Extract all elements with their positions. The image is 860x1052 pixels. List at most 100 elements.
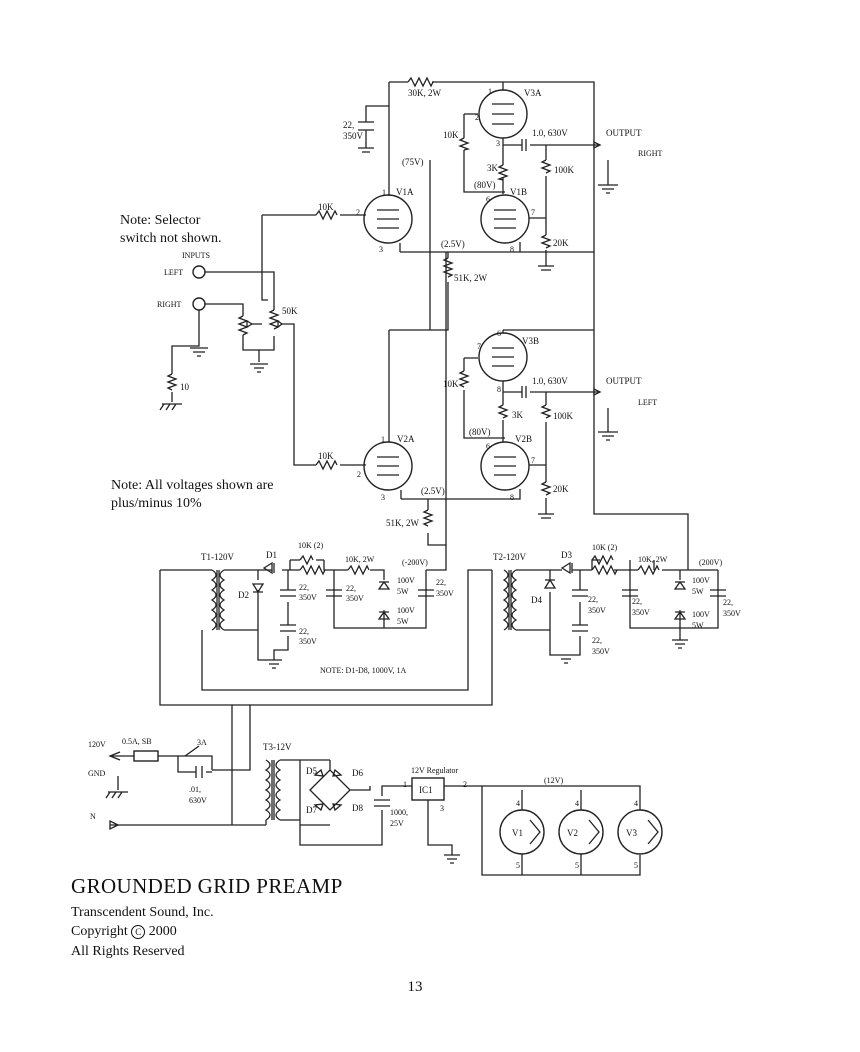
cap-label: 22, [346, 584, 356, 593]
pin-label: 3 [381, 493, 385, 502]
cap-label: 22, [436, 578, 446, 587]
switch-label: 3A [197, 738, 207, 747]
pin-label: 7 [531, 456, 535, 465]
diode-d2-label: D2 [238, 590, 249, 600]
resistor-100k-label: 100K [554, 165, 575, 175]
input-jack-right[interactable] [192, 297, 206, 311]
power-supply-negative: T1-120V D1 D2 10K (2) 10K, 2W (-200V) 22… [159, 541, 492, 706]
resistor-10k-label: 10K [443, 379, 459, 389]
selector-note-line: switch not shown. [120, 231, 222, 246]
mains-gnd-label: GND [88, 769, 106, 778]
resistor-10k-2-label: 10K (2) [592, 543, 617, 552]
resistor-51k-label: 51K, 2W [386, 518, 419, 528]
diode-label: D7 [306, 805, 317, 815]
mains-n-label: N [90, 812, 96, 821]
cap-label: 22, [592, 636, 602, 645]
output-left-heading: OUTPUT [606, 376, 642, 386]
voltage-label: (75V) [402, 157, 424, 167]
zener-label: 5W [692, 587, 704, 596]
tube-v1b-label: V1B [510, 187, 527, 197]
diode-label: D6 [352, 768, 363, 778]
tube-v2b-label: V2B [515, 434, 532, 444]
diode-label: D5 [306, 766, 317, 776]
pin-label: 7 [531, 208, 535, 217]
pin-label: 2 [357, 470, 361, 479]
heater-v1 [499, 790, 545, 875]
copyright-word: Copyright [71, 924, 128, 939]
resistor-20k-label: 20K [553, 484, 569, 494]
resistor-3k-label: 3K [512, 410, 524, 420]
pin-label: 6 [486, 442, 490, 451]
tube-v2a-label: V2A [397, 434, 415, 444]
diode-label: D8 [352, 803, 363, 813]
tube-v1a-label: V1A [396, 187, 414, 197]
pin-label: 3 [379, 245, 383, 254]
cap-label: 350V [346, 594, 364, 603]
voltage-label: (-200V) [402, 558, 428, 567]
heater-v3 [617, 809, 663, 855]
rights-reserved: All Rights Reserved [71, 944, 185, 959]
copyright-year: 2000 [148, 924, 177, 939]
output-cap-label: 1.0, 630V [532, 376, 568, 386]
resistor-100k-label: 100K [553, 411, 574, 421]
pin-label: 4 [634, 799, 638, 808]
input-jack-left[interactable] [192, 265, 206, 279]
inputs-heading: INPUTS [182, 251, 210, 260]
cap-label: 25V [390, 819, 404, 828]
pin-label: 2 [463, 780, 467, 789]
resistor-10k-label: 10K [443, 130, 459, 140]
transformer-t3-label: T3-12V [263, 742, 292, 752]
zener-label: 100V [692, 610, 710, 619]
output-cap-label: 1.0, 630V [532, 128, 568, 138]
voltage-label: (2.5V) [441, 239, 465, 249]
heater-v1-label: V1 [512, 828, 523, 838]
cap-label: 350V [436, 589, 454, 598]
voltage-label: (80V) [474, 180, 496, 190]
pin-label: 2 [475, 113, 479, 122]
pot-50k-label: 50K [282, 306, 298, 316]
pin-label: 1 [488, 87, 492, 96]
heater-v3-label: V3 [626, 828, 637, 838]
resistor-10k-label: 10K [318, 202, 334, 212]
resistor-10k-2w-label: 10K, 2W [638, 555, 668, 564]
zener-label: 5W [692, 621, 704, 630]
zener-label: 100V [397, 606, 415, 615]
pin-label: 4 [516, 799, 520, 808]
pin-label: 8 [510, 245, 514, 254]
diode-rating-note: NOTE: D1-D8, 1000V, 1A [320, 666, 407, 675]
cap-label: 22, [343, 120, 354, 130]
resistor-30k-label: 30K, 2W [408, 88, 441, 98]
resistor-20k-label: 20K [553, 238, 569, 248]
pin-label: 5 [516, 861, 520, 870]
selector-note: Note: Selector switch not shown. [120, 212, 222, 248]
diode-d1-label: D1 [266, 550, 277, 560]
mains-120v-label: 120V [88, 740, 106, 749]
input-section: INPUTS LEFT RIGHT 50K 10 [157, 251, 316, 466]
heater-supply: 120V GND N 0.5A, SB 3A .01, 630V T3-12V … [88, 705, 663, 876]
voltage-label: (2.5V) [421, 486, 445, 496]
diode-d4-label: D4 [531, 595, 542, 605]
voltage-note-line: plus/minus 10% [111, 496, 202, 511]
regulator-label: 12V Regulator [411, 766, 459, 775]
pin-label: 2 [356, 208, 360, 217]
cap-label: 22, [723, 598, 733, 607]
zener-label: 100V [692, 576, 710, 585]
tube-v3b-label: V3B [522, 336, 539, 346]
pin-label: 1 [381, 435, 385, 444]
zener-label: 100V [397, 576, 415, 585]
cap-label: 350V [588, 606, 606, 615]
page-title: GROUNDED GRID PREAMP [71, 874, 343, 898]
page-number: 13 [407, 979, 423, 995]
pin-label: 3 [496, 139, 500, 148]
diode-d3-label: D3 [561, 550, 572, 560]
pin-label: 4 [575, 799, 579, 808]
voltage-note-line: Note: All voltages shown are [111, 478, 274, 493]
ic1-label: IC1 [419, 785, 433, 795]
pin-label: 5 [575, 861, 579, 870]
regulator-ic1 [411, 777, 445, 801]
heater-v2-label: V2 [567, 828, 578, 838]
pin-label: 7 [477, 342, 481, 351]
voltage-label: (200V) [699, 558, 722, 567]
resistor-3k-label: 3K [487, 163, 499, 173]
